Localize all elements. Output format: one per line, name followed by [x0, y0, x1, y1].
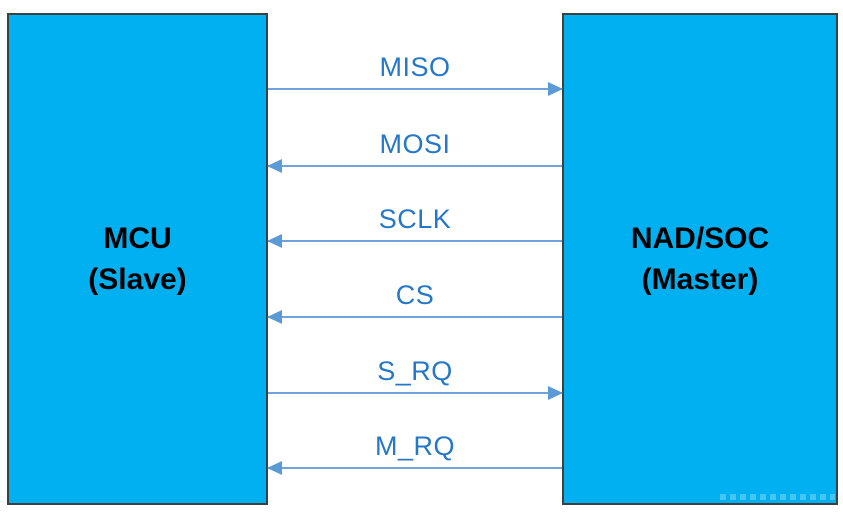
arrow-right-icon	[268, 82, 563, 96]
signal-row-m-rq: M_RQ	[267, 431, 562, 476]
arrow-left-icon	[267, 461, 562, 475]
signal-row-sclk: SCLK	[267, 204, 562, 249]
signal-row-cs: CS	[267, 280, 562, 325]
signal-row-mosi: MOSI	[267, 129, 562, 174]
node-subtitle-master: (Master)	[641, 263, 759, 296]
arrow-right-icon	[268, 386, 563, 400]
arrow-left-icon	[267, 234, 562, 248]
arrow-left-icon	[267, 159, 562, 173]
signal-row-s-rq: S_RQ	[268, 356, 563, 401]
arrow-left-icon	[267, 310, 562, 324]
signal-row-miso: MISO	[268, 52, 563, 97]
node-title-mcu: MCU	[103, 222, 172, 255]
signal-label-mosi: MOSI	[379, 129, 451, 159]
node-box-nad-soc-master: NAD/SOC (Master)	[562, 13, 838, 505]
signal-label-cs: CS	[395, 280, 435, 310]
signal-label-miso: MISO	[379, 52, 451, 82]
signal-label-m-rq: M_RQ	[374, 431, 455, 461]
node-title-nad-soc: NAD/SOC	[630, 222, 770, 255]
node-subtitle-slave: (Slave)	[88, 263, 187, 296]
node-box-mcu-slave: MCU (Slave)	[7, 13, 268, 505]
signal-label-s-rq: S_RQ	[377, 356, 453, 386]
signal-label-sclk: SCLK	[378, 204, 452, 234]
watermark-smudge	[720, 494, 835, 500]
